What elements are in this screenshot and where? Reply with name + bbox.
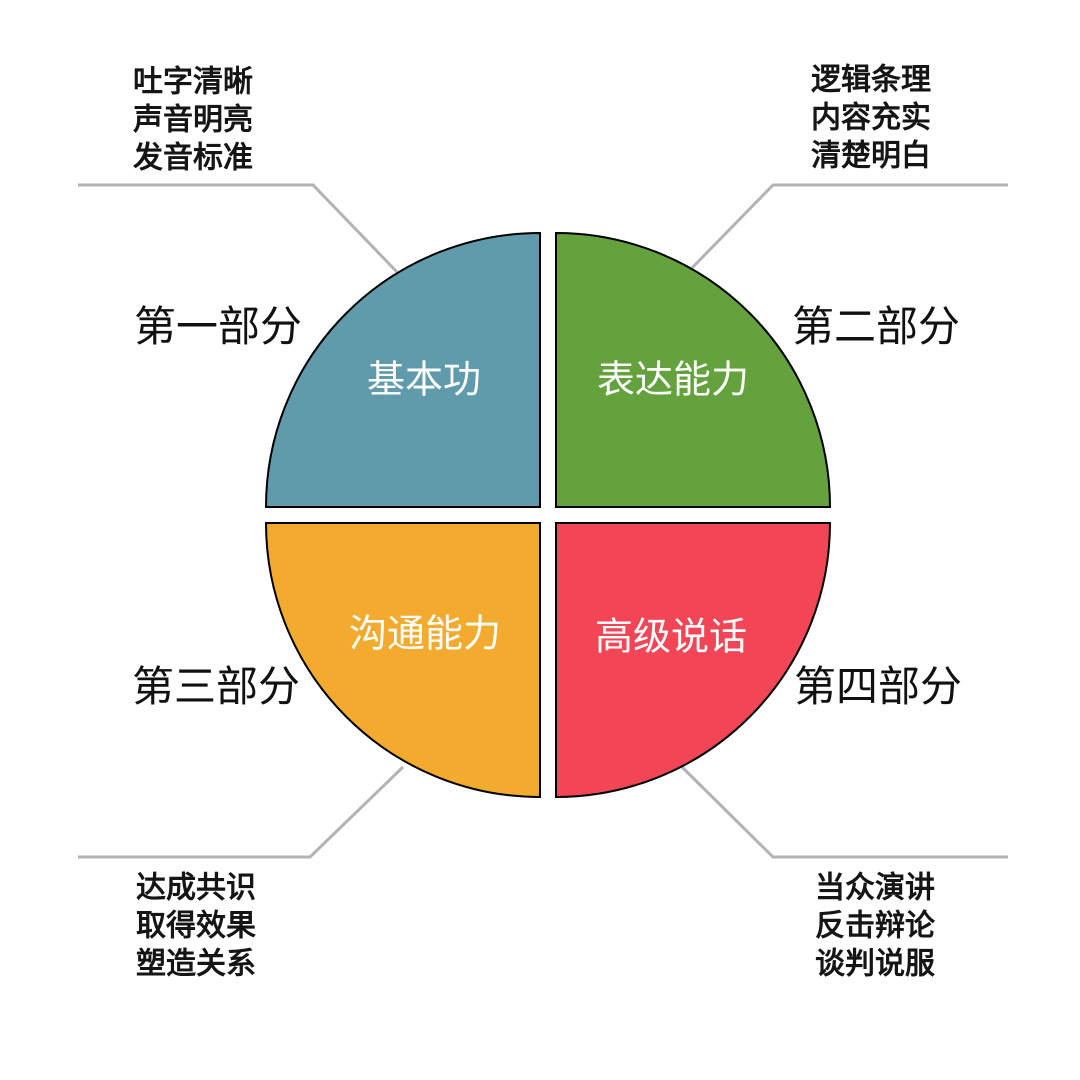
part-three-label: 第三部分: [132, 662, 300, 711]
part-four-label: 第四部分: [794, 662, 962, 711]
note-bottom-left-1: 达成共识: [136, 871, 256, 906]
leader-line-bottom-right: [680, 765, 1008, 859]
note-top-left-2: 声音明亮: [133, 103, 253, 138]
quadrant-title-communication: 沟通能力: [349, 612, 501, 656]
quadrant-bottom-right: [555, 522, 832, 799]
part-two-label: 第二部分: [792, 302, 960, 351]
leader-line-top-left: [78, 183, 399, 274]
note-bottom-right-2: 反击辩论: [815, 909, 936, 944]
quadrant-bottom-left: [264, 522, 541, 799]
leader-line-top-right: [688, 183, 1008, 272]
note-bottom-right-1: 当众演讲: [815, 871, 935, 906]
quadrant-title-basic-skills: 基本功: [367, 358, 481, 402]
note-top-right-3: 清楚明白: [811, 139, 931, 174]
quadrant-title-advanced-speaking: 高级说话: [595, 615, 747, 659]
quadrant-top-left: [264, 231, 541, 508]
note-bottom-left-2: 取得效果: [136, 909, 256, 944]
note-top-right-1: 逻辑条理: [811, 63, 931, 98]
part-one-label: 第一部分: [134, 302, 302, 351]
leader-line-bottom-left: [78, 765, 405, 859]
note-top-left-3: 发音标准: [132, 141, 253, 176]
note-top-left-1: 吐字清晰: [133, 65, 253, 100]
note-bottom-right-3: 谈判说服: [815, 947, 936, 982]
quadrant-top-right: [555, 231, 832, 508]
quadrant-title-expression: 表达能力: [597, 358, 749, 402]
note-top-right-2: 内容充实: [811, 101, 931, 136]
note-bottom-left-3: 塑造关系: [136, 947, 256, 982]
